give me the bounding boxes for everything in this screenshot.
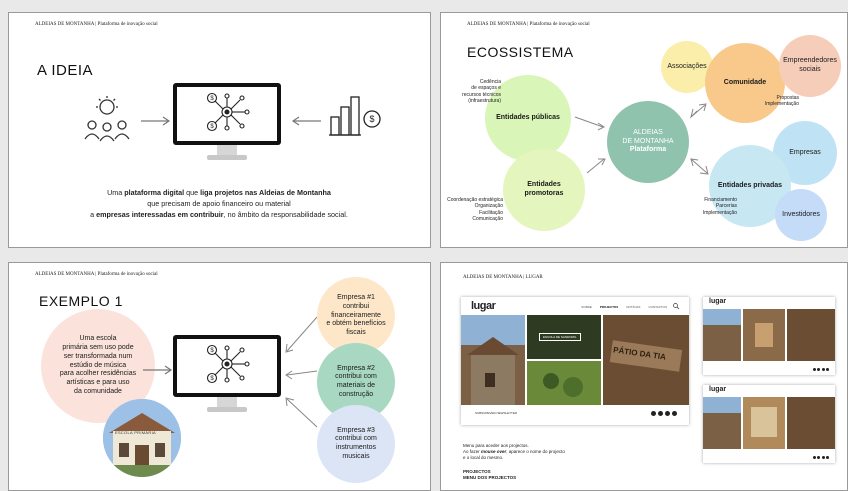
people-idea-icon (84, 96, 130, 142)
slide-exemplo-1: ALDEIAS DE MONTANHA | Plataforma de inov… (8, 262, 431, 491)
website-mockup-small-1: lugar (703, 297, 835, 375)
svg-text:$: $ (210, 124, 214, 130)
slide-header: ALDEIAS DE MONTANHA | LUGAR (463, 275, 543, 280)
social-icons (812, 368, 829, 371)
slide-header: ALDEIAS DE MONTANHA | Plataforma de inov… (467, 22, 590, 27)
project-grid-images[interactable] (703, 397, 835, 449)
nav-noticias[interactable]: NOTÍCIAS (626, 305, 641, 309)
twitter-icon[interactable] (665, 411, 670, 416)
arrow-icon (291, 116, 321, 126)
label-financiamento: Financiamento Parcerias Implementação (702, 197, 737, 216)
site-nav: SOBRE PROJECTOS NOTÍCIAS CONTACTOS (581, 305, 667, 309)
footer-projectos: PROJECTOS MENU DOS PROJECTOS (463, 469, 517, 480)
site-logo[interactable]: lugar (709, 298, 727, 305)
label-cedencia: Cedência de espaços e recursos técnicos … (462, 79, 501, 104)
newsletter-link[interactable]: SUBSCREVER NEWSLETTER (475, 411, 518, 415)
network-money-icon: $ $ (206, 344, 250, 384)
social-icons (812, 456, 829, 459)
label-coordenacao: Coordenação estratégica Organização Faci… (447, 197, 503, 222)
facebook-icon[interactable] (812, 456, 816, 459)
network-money-icon: $ $ (206, 92, 250, 132)
twitter-icon[interactable] (821, 368, 825, 371)
slide-ecossistema: ALDEIAS DE MONTANHA | Plataforma de inov… (440, 12, 848, 248)
school-building-image (103, 399, 181, 477)
search-icon[interactable] (673, 303, 680, 310)
school-photo: ESCOLA PRIMÁRIA (103, 399, 181, 477)
facebook-icon[interactable] (812, 368, 816, 371)
circle-associacoes: Associações (661, 41, 713, 93)
instagram-icon[interactable] (817, 456, 820, 459)
website-mockup-main: lugar SOBRE PROJECTOS NOTÍCIAS CONTACTOS… (461, 297, 689, 425)
svg-text:$: $ (210, 376, 214, 382)
youtube-icon[interactable] (672, 411, 677, 416)
social-icons (651, 411, 677, 416)
slide-title: A IDEIA (37, 62, 94, 79)
slide-title: EXEMPLO 1 (39, 293, 123, 309)
youtube-icon[interactable] (826, 368, 829, 371)
circle-entidades-publicas: Entidades públicas (485, 75, 571, 161)
menu-note: Menu para aceder aos projectos. Ao fazer… (463, 443, 565, 460)
site-logo[interactable]: lugar (709, 386, 727, 393)
slide-a-ideia: ALDEIAS DE MONTANHA | Plataforma de inov… (8, 12, 431, 248)
slide-header: ALDEIAS DE MONTANHA | Plataforma de inov… (35, 22, 158, 27)
building-money-icon: $ (329, 96, 381, 136)
ecosystem-arrows (574, 103, 709, 175)
project-grid-images[interactable] (703, 309, 835, 361)
slide-header: ALDEIAS DE MONTANHA | Plataforma de inov… (35, 272, 158, 277)
project-grid-images[interactable] (461, 315, 689, 405)
site-logo[interactable]: lugar (471, 300, 496, 312)
circle-empresa-1: Empresa #1 contribui financeiramente e o… (317, 277, 395, 355)
company-arrows (285, 316, 318, 428)
arrow-icon (141, 116, 171, 126)
school-sign: ESCOLA PRIMÁRIA (115, 430, 156, 435)
slide-title: ECOSSISTEMA (467, 44, 574, 60)
nav-projectos[interactable]: PROJECTOS (599, 305, 619, 309)
label-propostas: Propostas Implementação (764, 95, 799, 108)
slide-lugar: ALDEIAS DE MONTANHA | LUGAR lugar SOBRE … (440, 262, 848, 491)
arrow-icon (143, 365, 173, 375)
svg-text:$: $ (210, 96, 214, 102)
circle-comunidade: Comunidade (705, 43, 785, 123)
circle-empresa-3: Empresa #3 contribui com instrumentos mu… (317, 405, 395, 483)
youtube-icon[interactable] (826, 456, 829, 459)
project-overlay-caption: ESCOLA DE SANDOMIL (539, 333, 581, 341)
instagram-icon[interactable] (658, 411, 663, 416)
instagram-icon[interactable] (817, 368, 820, 371)
website-mockup-small-2: lugar (703, 385, 835, 463)
twitter-icon[interactable] (821, 456, 825, 459)
facebook-icon[interactable] (651, 411, 656, 416)
svg-text:$: $ (210, 348, 214, 354)
circle-investidores: Investidores (775, 189, 827, 241)
nav-sobre[interactable]: SOBRE (581, 305, 592, 309)
nav-contactos[interactable]: CONTACTOS (648, 305, 667, 309)
idea-description: Uma plataforma digital que liga projetos… (90, 188, 348, 220)
svg-text:$: $ (369, 114, 374, 124)
